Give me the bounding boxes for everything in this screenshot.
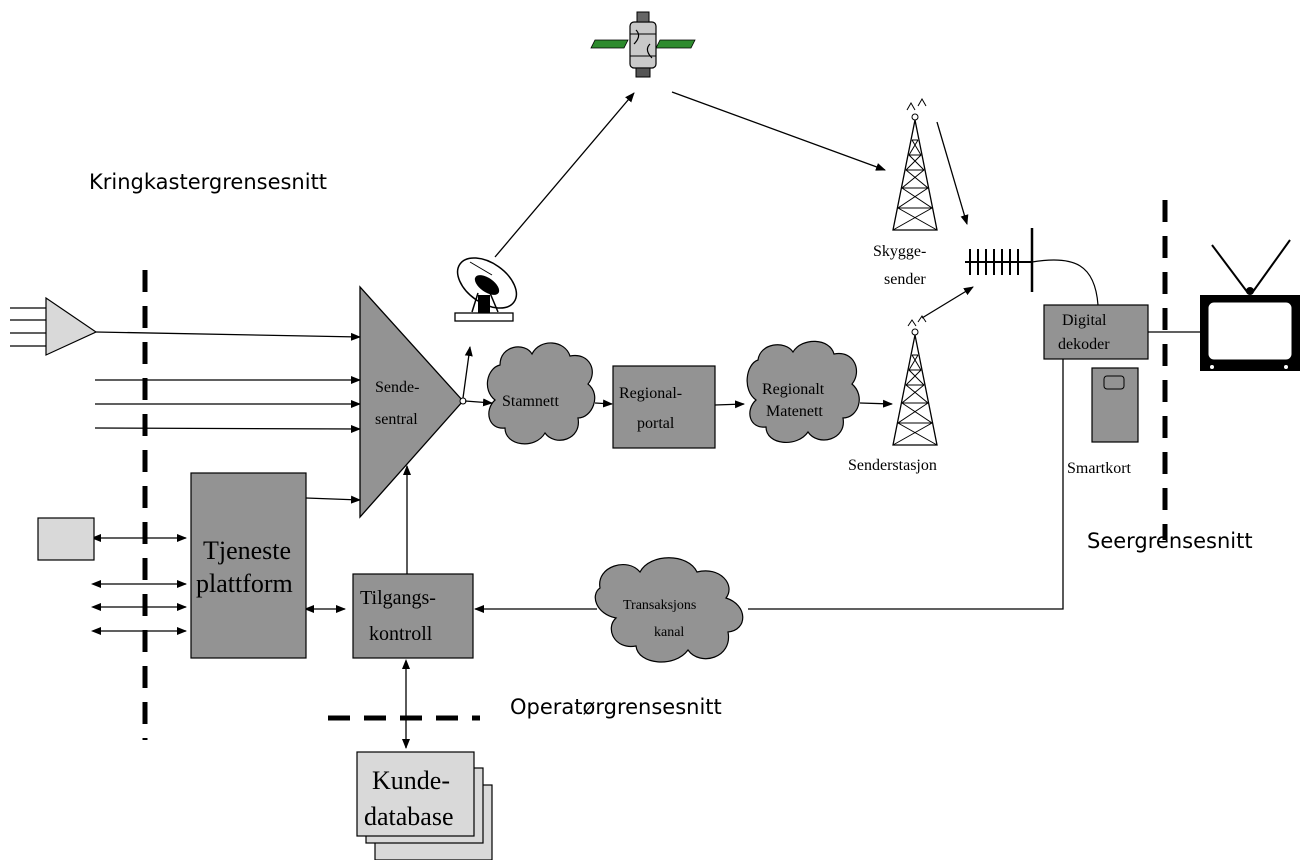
satellite-to-shadow-tower-arrow: [671, 91, 886, 171]
skyggesender-label-1: Skygge-: [873, 243, 926, 260]
digital-dekoder-node: Digital dekoder: [1043, 304, 1149, 360]
regionalportal-label-1: Regional-: [619, 385, 682, 402]
yagi-antenna-icon: [965, 228, 1034, 292]
sendesentral-label-2: sentral: [375, 411, 418, 428]
regionalt-matenett-label-2: Matenett: [766, 403, 823, 420]
sendesentral-node: Sende- sentral: [359, 285, 467, 519]
input-arrows: [94, 331, 361, 504]
tjeneste-label-2: plattform: [196, 569, 293, 598]
stamnett-cloud: Stamnett: [486, 342, 596, 445]
sendesentral-label-1: Sende-: [375, 379, 419, 396]
senderstasjon-to-antenna-arrow: [921, 286, 974, 319]
broadcaster-interface-label: Kringkastergrensesnitt: [89, 170, 327, 194]
senderstasjon-tower-icon: Senderstasjon: [848, 315, 938, 474]
regionalportal-to-matenett-arrow: [714, 400, 745, 409]
senderstasjon-label: Senderstasjon: [848, 457, 937, 474]
dish-to-satellite-arrow: [494, 92, 635, 258]
tilgangskontroll-label-1: Tilgangs-: [360, 587, 436, 609]
transaksjons-kanal-cloud: Transaksjons kanal: [594, 557, 744, 663]
regionalt-matenett-label-1: Regionalt: [762, 381, 825, 398]
regionalportal-label-2: portal: [637, 415, 675, 432]
shadow-tower-to-antenna-arrow: [936, 121, 969, 225]
tilgangskontroll-label-2: kontroll: [369, 623, 433, 645]
transaksjons-label-2: kanal: [654, 625, 684, 640]
antenna-cable: [1031, 259, 1099, 306]
matenett-to-senderstasjon-arrow: [859, 399, 893, 408]
kundedatabase-label-1: Kunde-: [372, 766, 450, 795]
regionalt-matenett-cloud: Regionalt Matenett: [746, 340, 860, 444]
smartkort-icon: Smartkort: [1067, 367, 1139, 477]
stamnett-to-regionalportal-arrow: [594, 399, 613, 408]
kundedatabase-label-2: database: [364, 802, 454, 831]
digital-dekoder-label-1: Digital: [1062, 312, 1107, 329]
viewer-interface-label: Seergrensesnitt: [1087, 529, 1253, 553]
skyggesender-label-2: sender: [884, 271, 926, 288]
skyggesender-tower-icon: Skygge- sender: [873, 97, 938, 288]
kundedatabase-node: Kunde- database: [356, 751, 493, 860]
television-icon: [1200, 239, 1300, 371]
digital-dekoder-label-2: dekoder: [1058, 336, 1110, 353]
satellite-icon: [590, 11, 696, 78]
tjeneste-plattform-node: Tjeneste plattform: [190, 472, 307, 659]
external-terminal-box: [37, 517, 95, 561]
tjeneste-label-1: Tjeneste: [203, 536, 291, 565]
regionalportal-node: Regional- portal: [612, 365, 716, 449]
return-path-line: [748, 359, 1064, 610]
smartkort-label: Smartkort: [1067, 460, 1132, 477]
stamnett-label: Stamnett: [502, 393, 559, 410]
plattform-io-arrows: [91, 534, 187, 635]
satellite-dish-icon: [454, 257, 518, 322]
sendesentral-to-dish-arrow: [462, 346, 473, 399]
tilgangskontroll-node: Tilgangs- kontroll: [352, 573, 474, 659]
operator-interface-label: Operatørgrensesnitt: [510, 695, 722, 719]
transaksjons-label-1: Transaksjons: [623, 598, 696, 613]
input-amplifier-icon: [10, 296, 98, 356]
sendesentral-to-stamnett-arrow: [464, 398, 493, 407]
